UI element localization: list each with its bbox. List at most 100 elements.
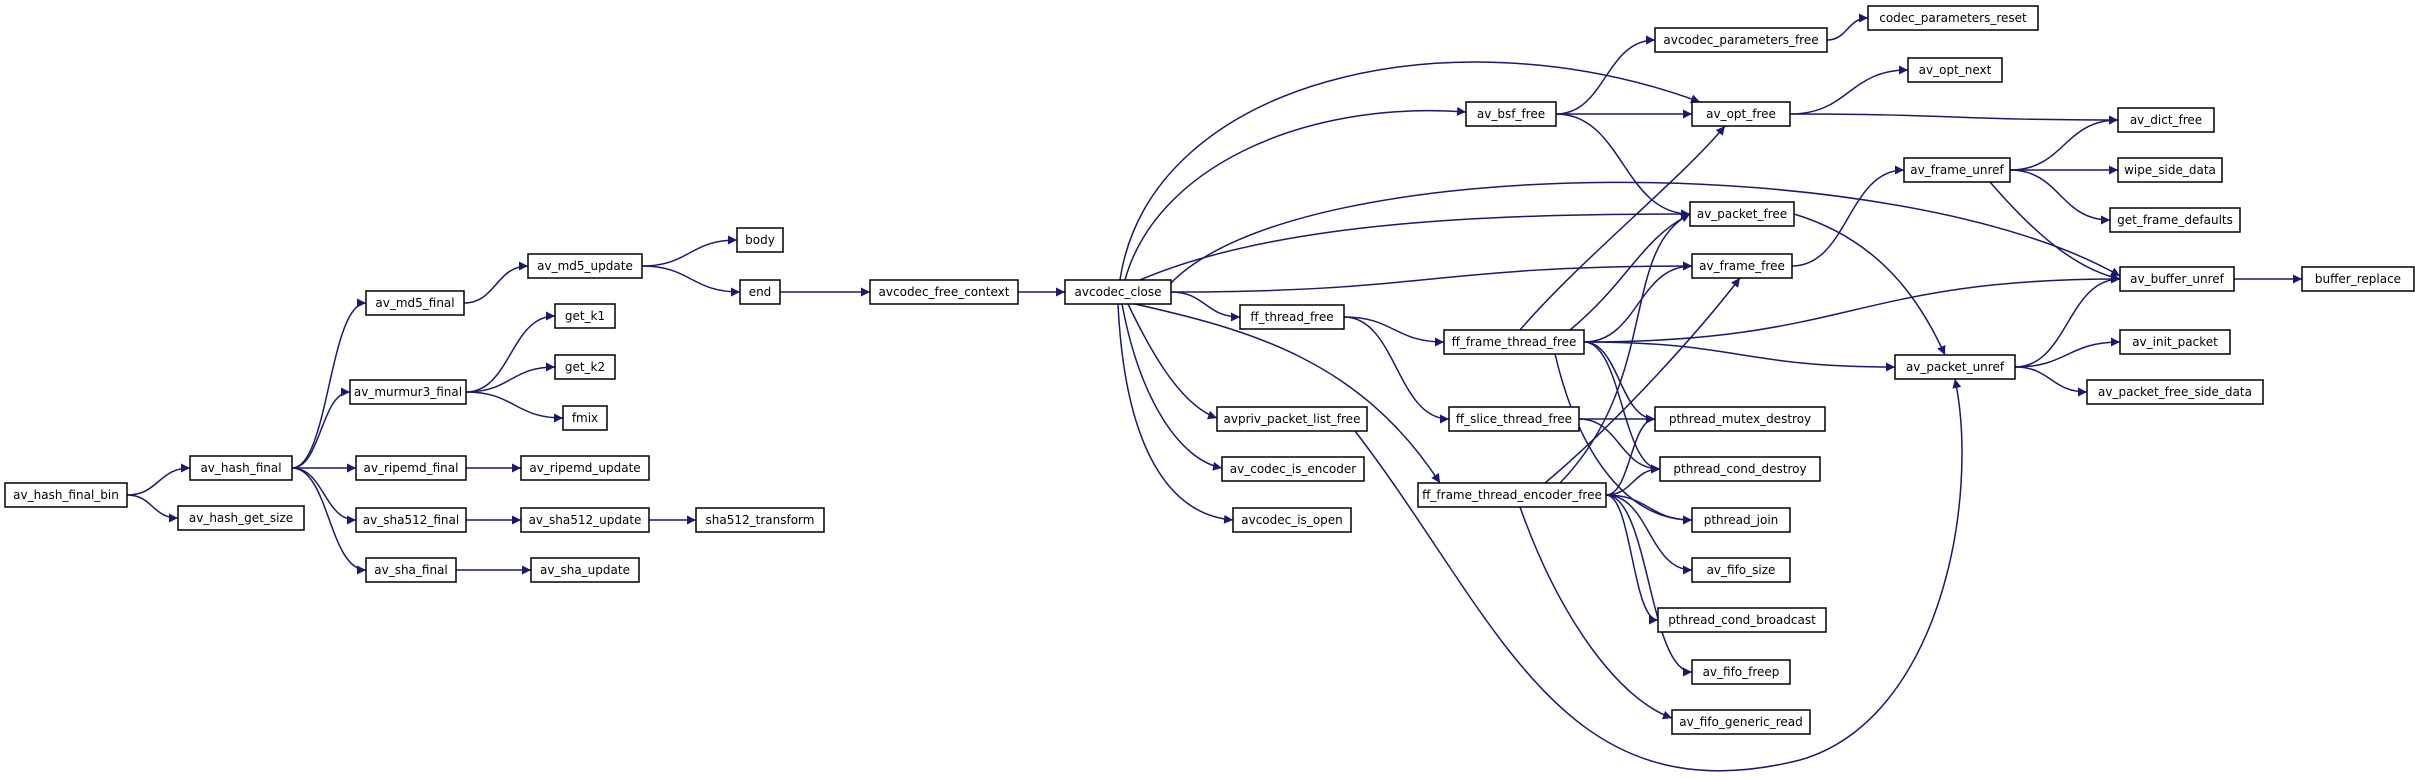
node-label: av_fifo_freep — [1703, 665, 1780, 679]
node-box — [1691, 557, 1791, 583]
node-box — [520, 455, 650, 481]
edge-ff_frame_thread_encoder_free-to-av_fifo_generic_read — [1519, 506, 1673, 720]
node-get-frame-defaults[interactable]: get_frame_defaults — [2109, 207, 2241, 233]
edge-ff_frame_thread_free-to-av_buffer_unref — [1583, 274, 2121, 343]
node-av-packet-free-side-data[interactable]: av_packet_free_side_data — [2086, 379, 2264, 405]
edge-av_packet_unref-to-av_buffer_unref — [2014, 274, 2121, 368]
node-av-sha-final[interactable]: av_sha_final — [365, 557, 457, 583]
node-ff-frame-thread-free[interactable]: ff_frame_thread_free — [1443, 329, 1585, 355]
node-label: av_dict_free — [2130, 113, 2202, 127]
node-ff-thread-free[interactable]: ff_thread_free — [1239, 304, 1345, 330]
node-avcodec-parameters-free[interactable]: avcodec_parameters_free — [1654, 27, 1828, 53]
node-pthread-mutex-destroy[interactable]: pthread_mutex_destroy — [1654, 406, 1826, 432]
node-box — [554, 303, 616, 329]
node-label: av_buffer_unref — [2130, 272, 2225, 286]
node-avpriv-packet-list-free[interactable]: avpriv_packet_list_free — [1216, 406, 1368, 432]
edge-ff_frame_thread_free-to-pthread_cond_destroy — [1583, 341, 1661, 474]
node-get-k2[interactable]: get_k2 — [554, 354, 616, 380]
node-av-frame-free[interactable]: av_frame_free — [1691, 253, 1793, 279]
edge-av_frame_unref-to-av_dict_free — [2009, 115, 2119, 171]
node-label: av_codec_is_encoder — [1230, 462, 1357, 476]
edge-av_hash_final-to-av_sha_final — [291, 467, 367, 575]
edge-av_md5_final-to-av_md5_update — [463, 261, 529, 304]
node-av-md5-update[interactable]: av_md5_update — [527, 253, 643, 279]
edge-ff_frame_thread_free-to-av_opt_free — [1519, 125, 1726, 331]
node-av-opt-free[interactable]: av_opt_free — [1691, 101, 1791, 127]
node-body[interactable]: body — [736, 227, 784, 253]
node-av-ripemd-update[interactable]: av_ripemd_update — [520, 455, 650, 481]
node-avcodec-free-context[interactable]: avcodec_free_context — [869, 279, 1019, 305]
edge-avcodec_close-to-avcodec_is_open — [1117, 303, 1234, 524]
edge-avcodec_close-to-avpriv_packet_list_free — [1127, 303, 1218, 420]
node-buffer-replace[interactable]: buffer_replace — [2301, 266, 2415, 292]
node-sha512-transform[interactable]: sha512_transform — [695, 507, 825, 533]
node-av-md5-final[interactable]: av_md5_final — [365, 290, 465, 316]
node-pthread-cond-broadcast[interactable]: pthread_cond_broadcast — [1657, 607, 1827, 633]
node-av-init-packet[interactable]: av_init_packet — [2119, 329, 2231, 355]
node-end[interactable]: end — [739, 279, 781, 305]
node-box — [562, 405, 608, 431]
edge-av_opt_free-to-av_dict_free — [1789, 113, 2119, 125]
node-av-murmur3-final[interactable]: av_murmur3_final — [349, 379, 467, 405]
node-label: av_hash_final — [200, 461, 281, 475]
edge-av_bsf_free-to-avcodec_parameters_free — [1555, 35, 1656, 115]
node-av-dict-free[interactable]: av_dict_free — [2117, 107, 2215, 133]
node-box — [1232, 507, 1352, 533]
node-wipe-side-data[interactable]: wipe_side_data — [2117, 157, 2223, 183]
node-label: av_bsf_free — [1477, 107, 1545, 121]
node-codec-parameters-reset[interactable]: codec_parameters_reset — [1867, 5, 2039, 31]
node-av-packet-unref[interactable]: av_packet_unref — [1894, 354, 2016, 380]
node-ff-frame-thread-encoder-free[interactable]: ff_frame_thread_encoder_free — [1417, 482, 1607, 508]
node-label: av_md5_final — [375, 296, 454, 310]
node-av-packet-free[interactable]: av_packet_free — [1689, 201, 1795, 227]
node-av-hash-final-bin[interactable]: av_hash_final_bin — [4, 482, 128, 508]
node-box — [1689, 201, 1795, 227]
node-av-hash-get-size[interactable]: av_hash_get_size — [177, 505, 305, 531]
node-av-fifo-size[interactable]: av_fifo_size — [1691, 557, 1791, 583]
node-label: av_packet_free_side_data — [2098, 385, 2252, 399]
node-label: av_opt_free — [1706, 107, 1776, 121]
node-av-bsf-free[interactable]: av_bsf_free — [1465, 101, 1557, 127]
node-label: av_sha512_final — [363, 513, 459, 527]
node-avcodec-is-open[interactable]: avcodec_is_open — [1232, 507, 1352, 533]
node-av-sha-update[interactable]: av_sha_update — [530, 557, 640, 583]
node-fmix[interactable]: fmix — [562, 405, 608, 431]
node-pthread-join[interactable]: pthread_join — [1691, 507, 1791, 533]
node-label: end — [749, 285, 772, 299]
node-label: av_packet_unref — [1906, 360, 2005, 374]
node-av-ripemd-final[interactable]: av_ripemd_final — [355, 455, 467, 481]
node-get-k1[interactable]: get_k1 — [554, 303, 616, 329]
node-av-hash-final[interactable]: av_hash_final — [189, 455, 293, 481]
node-av-sha512-update[interactable]: av_sha512_update — [520, 507, 650, 533]
node-box — [1691, 507, 1791, 533]
node-av-buffer-unref[interactable]: av_buffer_unref — [2119, 266, 2235, 292]
node-box — [1654, 406, 1826, 432]
node-label: fmix — [572, 411, 598, 425]
node-label: avcodec_free_context — [879, 285, 1010, 299]
node-box — [355, 455, 467, 481]
edge-av_murmur3_final-to-get_k2 — [465, 362, 556, 393]
node-av-opt-next[interactable]: av_opt_next — [1907, 57, 2003, 83]
node-avcodec-close[interactable]: avcodec_close — [1064, 279, 1172, 305]
edge-ff_frame_thread_encoder_free-to-pthread_join — [1605, 494, 1693, 525]
node-label: av_frame_free — [1699, 259, 1785, 273]
node-label: av_frame_unref — [1910, 163, 2004, 177]
node-label: get_k2 — [565, 360, 605, 374]
edge-av_hash_final-to-av_murmur3_final — [291, 387, 351, 469]
edge-av_hash_final_bin-to-av_hash_get_size — [126, 494, 179, 523]
edge-av_frame_unref-to-get_frame_defaults — [2009, 169, 2111, 225]
node-label: av_ripemd_final — [364, 461, 459, 475]
node-box — [2117, 107, 2215, 133]
edge-av_murmur3_final-to-fmix — [465, 391, 564, 423]
node-av-fifo-generic-read[interactable]: av_fifo_generic_read — [1671, 709, 1811, 735]
node-pthread-cond-destroy[interactable]: pthread_cond_destroy — [1659, 456, 1821, 482]
node-box — [739, 279, 781, 305]
node-av-frame-unref[interactable]: av_frame_unref — [1903, 157, 2011, 183]
node-label: ff_frame_thread_free — [1452, 335, 1577, 349]
node-av-codec-is-encoder[interactable]: av_codec_is_encoder — [1221, 456, 1365, 482]
node-label: get_k1 — [565, 309, 605, 323]
node-ff-slice-thread-free[interactable]: ff_slice_thread_free — [1448, 406, 1580, 432]
node-av-fifo-freep[interactable]: av_fifo_freep — [1691, 659, 1791, 685]
node-av-sha512-final[interactable]: av_sha512_final — [355, 507, 467, 533]
edge-av_hash_final-to-av_md5_final — [291, 298, 367, 469]
